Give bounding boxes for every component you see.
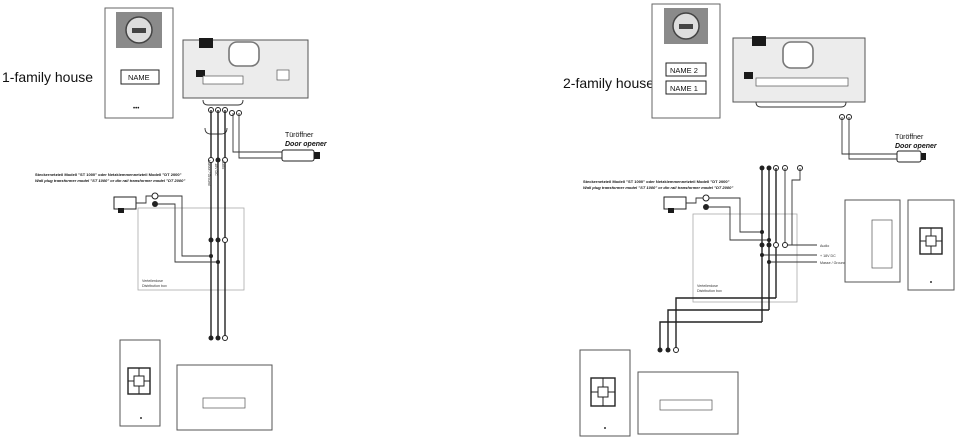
left-monitor-terminal-block (202, 397, 246, 409)
left-door-opener-icon (281, 149, 315, 162)
right-name-button-2[interactable] (665, 62, 707, 77)
left-diagram: 1-family house NAME ••• (2, 7, 328, 431)
left-title: 1-family house (2, 69, 93, 85)
right-control-unit (732, 36, 866, 103)
right-distribution-box (692, 213, 798, 303)
left-junction-de: Verteilerdose (142, 279, 163, 283)
right-lower-monitor-terminal-block (659, 399, 713, 411)
right-bus-label-power: + 18V DC (820, 254, 836, 258)
left-transformer-de: Steckernetzteil Modell "ST 1000" oder Ne… (35, 172, 182, 177)
left-bus-label-audio: Audio (221, 160, 225, 169)
right-transformer-en: Wall plug transformer model "ST 1000" or… (583, 185, 733, 190)
left-door-station: NAME ••• (104, 7, 174, 119)
right-upper-handset (907, 199, 955, 291)
right-name-button-1-label: NAME 1 (670, 84, 698, 93)
left-door-opener-en: Door opener (285, 141, 328, 148)
right-module-socket-icon (782, 41, 814, 69)
right-transformer-de: Steckernetzteil Modell "ST 1000" oder Ne… (583, 179, 730, 184)
right-door-opener: Türöffner Door opener (841, 117, 938, 163)
left-opener-terminal (276, 69, 290, 81)
right-lower-monitor (637, 371, 739, 435)
right-door-opener-en: Door opener (895, 143, 938, 150)
left-wall-transformer (113, 192, 159, 213)
left-name-button[interactable] (120, 69, 160, 85)
left-speaker-dots: ••• (133, 106, 139, 112)
right-terminal-block (755, 77, 849, 87)
left-monitor-body (176, 364, 273, 431)
right-name-button-2-label: NAME 2 (670, 66, 698, 75)
left-module-socket-icon (228, 41, 260, 67)
right-door-opener-icon (896, 150, 922, 163)
left-distribution-box (137, 207, 245, 291)
right-diagram: 2-family house NAME 2 NAME 1 (563, 3, 955, 437)
right-wall-transformer (663, 194, 710, 213)
right-name-button-1[interactable] (665, 80, 707, 95)
right-junction-en: Distribution box (697, 289, 722, 293)
right-junction-de: Verteilerdose (697, 284, 718, 288)
left-transformer-icon (113, 196, 137, 210)
right-transformer-icon (663, 196, 687, 210)
right-lower-handset (579, 349, 631, 437)
left-door-opener: Türöffner Door opener (232, 113, 328, 162)
right-upper-monitor (844, 199, 901, 283)
left-indoor-monitor (176, 364, 273, 431)
left-indoor-handset (119, 339, 161, 427)
left-junction-en: Distribution box (142, 284, 167, 288)
left-transformer-en: Wall plug transformer model "ST 1000" or… (35, 178, 185, 183)
right-bus-label-audio: Audio (820, 244, 829, 248)
right-door-station: NAME 2 NAME 1 (651, 3, 721, 119)
right-bus-label-ground: Masse / Ground (820, 261, 846, 265)
left-control-unit (182, 38, 309, 99)
right-title: 2-family house (563, 75, 654, 91)
right-upper-monitor-terminal (871, 219, 893, 269)
right-door-opener-de: Türöffner (895, 134, 924, 141)
left-door-opener-de: Türöffner (285, 132, 314, 139)
left-name-button-label: NAME (128, 73, 150, 82)
left-terminal-block (202, 75, 244, 85)
left-bus-label-power: + 18V DC (214, 160, 218, 176)
left-bus-label-ground: Masse / Ground (207, 160, 211, 186)
